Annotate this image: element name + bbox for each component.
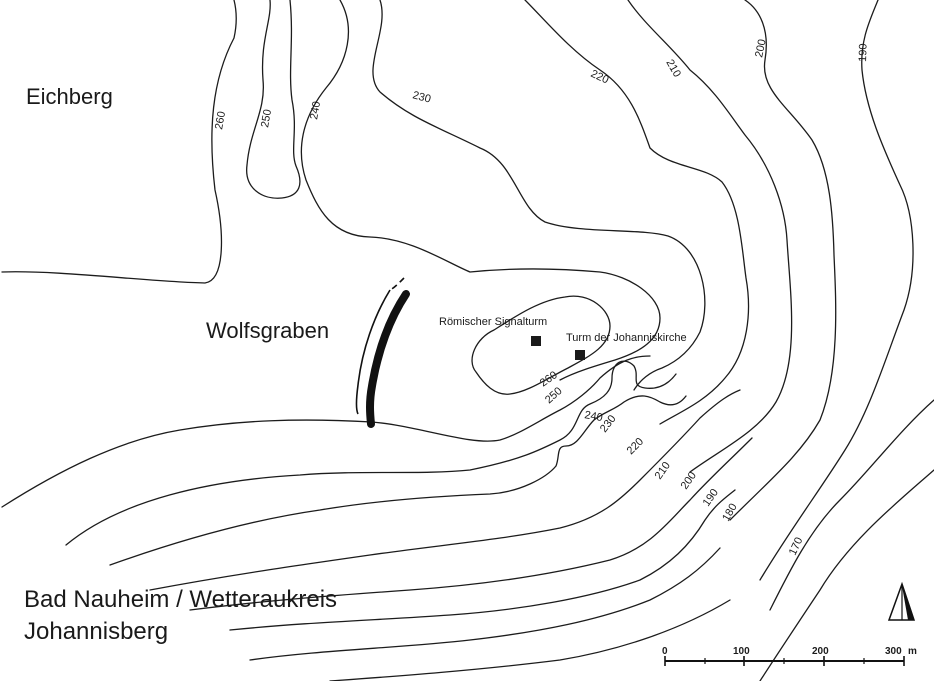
contour-180-south bbox=[329, 599, 731, 681]
signalturm-marker bbox=[531, 336, 541, 346]
johanniskirche-label: Turm der Johanniskirche bbox=[566, 332, 687, 344]
elev-label: 190 bbox=[857, 43, 870, 62]
elev-label: 180 bbox=[720, 502, 740, 524]
elev-label: 200 bbox=[679, 470, 699, 492]
contour-250-south bbox=[1, 355, 651, 508]
scale-tick-label: 300 bbox=[885, 646, 902, 657]
elev-label: 190 bbox=[701, 487, 721, 509]
scale-bar: 0 100 200 300 m bbox=[662, 646, 917, 666]
scale-unit-label: m bbox=[908, 646, 917, 657]
contour-200-south bbox=[229, 489, 736, 631]
contour-170 bbox=[759, 469, 934, 681]
eichberg-label: Eichberg bbox=[26, 84, 113, 109]
scale-tick-label: 0 bbox=[662, 646, 668, 657]
elev-label: 220 bbox=[625, 436, 646, 457]
elev-label: 230 bbox=[411, 89, 432, 105]
signalturm-label: Römischer Signalturm bbox=[439, 316, 548, 328]
map-title-line1: Bad Nauheim / Wetteraukreis bbox=[24, 586, 338, 613]
contour-240-south bbox=[65, 360, 677, 546]
wolfsgraben-bank bbox=[355, 289, 391, 415]
wolfsgraben-bank-dashed bbox=[389, 277, 405, 291]
north-arrow-icon bbox=[887, 581, 916, 621]
elev-label: 170 bbox=[787, 536, 806, 558]
elev-label: 210 bbox=[663, 58, 683, 80]
elev-label: 240 bbox=[308, 100, 323, 120]
scale-tick-label: 200 bbox=[812, 646, 829, 657]
contour-260-west bbox=[1, 0, 237, 284]
wolfsgraben-ditch bbox=[366, 290, 410, 428]
contour-210 bbox=[627, 0, 793, 473]
elev-label: 240 bbox=[583, 409, 603, 424]
contour-200 bbox=[729, 0, 837, 521]
contour-230-south bbox=[109, 395, 687, 566]
contour-250-west bbox=[246, 0, 301, 199]
elev-label: 210 bbox=[653, 460, 673, 482]
contour-210-south bbox=[189, 437, 753, 611]
contour-230 bbox=[372, 0, 706, 391]
contour-190 bbox=[759, 0, 914, 581]
contour-220 bbox=[524, 0, 750, 425]
wolfsgraben-label: Wolfsgraben bbox=[206, 318, 330, 343]
contour-260-summit bbox=[471, 295, 611, 395]
elev-label: 200 bbox=[753, 38, 769, 58]
elev-label: 220 bbox=[589, 68, 611, 87]
elev-label: 260 bbox=[213, 110, 228, 130]
contour-180 bbox=[769, 399, 934, 611]
elev-label: 250 bbox=[259, 108, 274, 128]
scale-tick-label: 100 bbox=[733, 646, 750, 657]
contour-220-south bbox=[149, 389, 741, 591]
contour-labels: 260 250 240 230 220 210 200 190 260 250 … bbox=[213, 38, 870, 557]
map-title-line2: Johannisberg bbox=[24, 618, 169, 645]
contour-240-north bbox=[300, 0, 661, 381]
johanniskirche-marker bbox=[575, 350, 585, 360]
contour-190-south bbox=[249, 547, 721, 661]
